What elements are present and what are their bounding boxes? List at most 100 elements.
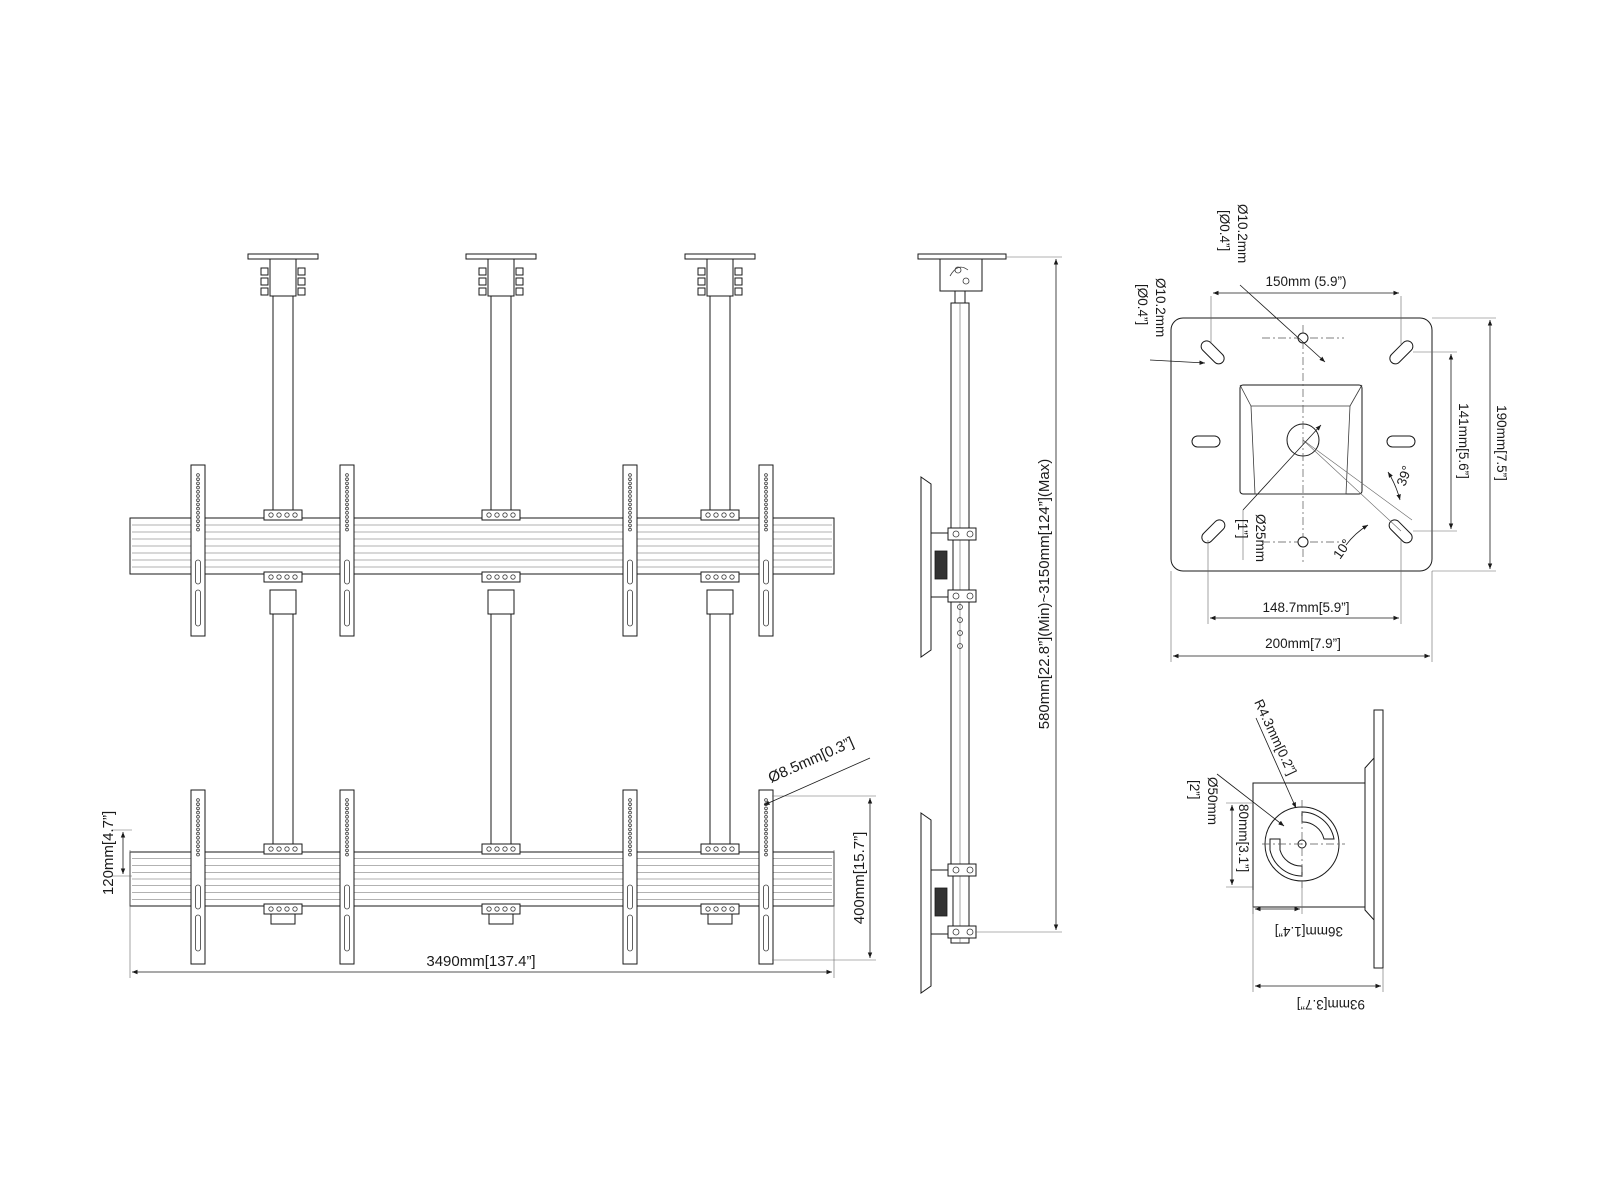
arm-hole — [764, 477, 768, 482]
clamp-screw — [510, 512, 516, 518]
arm-hole — [628, 489, 632, 494]
rail-clamp — [481, 843, 521, 855]
plate-slot-spacing-v-label: 141mm[5.6”] — [1456, 403, 1471, 479]
clamp-screw — [713, 574, 719, 580]
bracket-radius-label: R4.3mm[0.2”] — [1251, 697, 1299, 777]
arm-hole — [196, 510, 200, 515]
rail-clamp — [263, 509, 303, 521]
arm-hole — [196, 502, 200, 507]
arm-hole — [196, 814, 200, 819]
pole-sleeve — [269, 258, 297, 297]
pole-length-label: 580mm[22.8”](Min)~3150mm[124”](Max) — [1036, 459, 1053, 730]
arm-hole — [764, 852, 768, 857]
plate-dimensions: Ø10.2mm [Ø0.4”] Ø10.2mm [Ø0.4”] 150mm (5… — [1135, 204, 1509, 662]
upper-pole — [272, 295, 294, 521]
bolt — [734, 267, 743, 276]
arm-hole — [628, 802, 632, 806]
arm-hole — [628, 819, 632, 823]
clamp-screw — [486, 846, 492, 852]
clamp-screw — [502, 574, 508, 580]
arm-hole — [345, 510, 349, 515]
rail-clamp — [481, 509, 521, 521]
vesa-arm — [190, 789, 206, 965]
clamp-screw — [510, 846, 516, 852]
arm-hole — [764, 494, 768, 498]
arm-hole — [764, 523, 768, 528]
arm-hole — [628, 810, 632, 815]
arm-hole — [764, 527, 768, 532]
pole-sleeve — [269, 589, 297, 615]
arm-hole — [345, 485, 349, 490]
arm-hole — [628, 814, 632, 819]
arm-hole — [345, 502, 349, 507]
arm-hole — [345, 481, 349, 486]
pole-sleeve — [706, 258, 734, 297]
rail-clamp — [481, 903, 521, 915]
clamp-screw — [494, 906, 500, 912]
vertical-spacing-label: 400mm[15.7”] — [851, 832, 868, 925]
arm-hole — [345, 827, 349, 832]
arm-hole — [196, 844, 200, 848]
vesa-arm — [758, 789, 774, 965]
clamp-screw — [284, 512, 290, 518]
clamp-screw — [276, 906, 282, 912]
clamp-screw — [276, 846, 282, 852]
ceiling-plate-front — [684, 253, 756, 260]
arm-hole — [764, 844, 768, 848]
arm-hole — [196, 840, 200, 844]
arm-hole — [345, 802, 349, 806]
arm-hole — [196, 831, 200, 836]
total-width-label: 3490mm[137.4”] — [426, 953, 535, 970]
clamp-screw — [494, 574, 500, 580]
clamp-screw — [721, 574, 727, 580]
arm-hole — [628, 798, 632, 802]
arm-hole — [196, 827, 200, 832]
arm-hole — [628, 506, 632, 511]
arm-hole — [196, 802, 200, 806]
clamp-screw — [729, 906, 735, 912]
arm-hole — [345, 494, 349, 498]
plate-width-label: 200mm[7.9”] — [1265, 636, 1341, 651]
plate-slot-spacing-h-label: 148.7mm[5.9”] — [1262, 600, 1349, 615]
arm-hole — [196, 798, 200, 802]
arm-hole — [764, 831, 768, 836]
arm-hole — [628, 823, 632, 827]
clamp-screw — [502, 906, 508, 912]
clamp-screw — [292, 574, 298, 580]
ceiling-plate — [1170, 317, 1433, 572]
plate-hole-side-in: [Ø0.4”] — [1135, 284, 1150, 325]
vesa-arm — [339, 464, 355, 637]
clamp-screw — [284, 574, 290, 580]
arm-hole — [196, 823, 200, 827]
rail-clamp — [481, 571, 521, 583]
clamp-screw — [502, 512, 508, 518]
bolt — [478, 287, 487, 296]
front-view — [129, 253, 835, 965]
arm-hole — [628, 502, 632, 507]
arm-hole — [764, 498, 768, 503]
arm-hole — [764, 515, 768, 519]
arm-hole — [345, 527, 349, 532]
arm-hole — [628, 473, 632, 477]
arm-slot — [195, 589, 201, 627]
arm-hole — [628, 840, 632, 844]
bolt — [260, 287, 269, 296]
arm-hole — [628, 510, 632, 515]
arm-hole — [628, 852, 632, 857]
vesa-arm — [622, 789, 638, 965]
bolt — [297, 267, 306, 276]
arm-hole — [764, 806, 768, 811]
clamp-screw — [705, 906, 711, 912]
dimension-hole-diameter: Ø8.5mm[0.3”] — [763, 734, 871, 806]
arm-hole — [345, 835, 349, 840]
arm-hole — [764, 835, 768, 840]
arm-hole — [764, 489, 768, 494]
vesa-arm — [622, 464, 638, 637]
arm-hole — [345, 848, 349, 853]
arm-hole — [345, 523, 349, 528]
bolt — [515, 287, 524, 296]
arm-hole — [345, 819, 349, 823]
arm-hole — [196, 848, 200, 853]
bolt — [515, 267, 524, 276]
rail-clamp — [700, 903, 740, 915]
